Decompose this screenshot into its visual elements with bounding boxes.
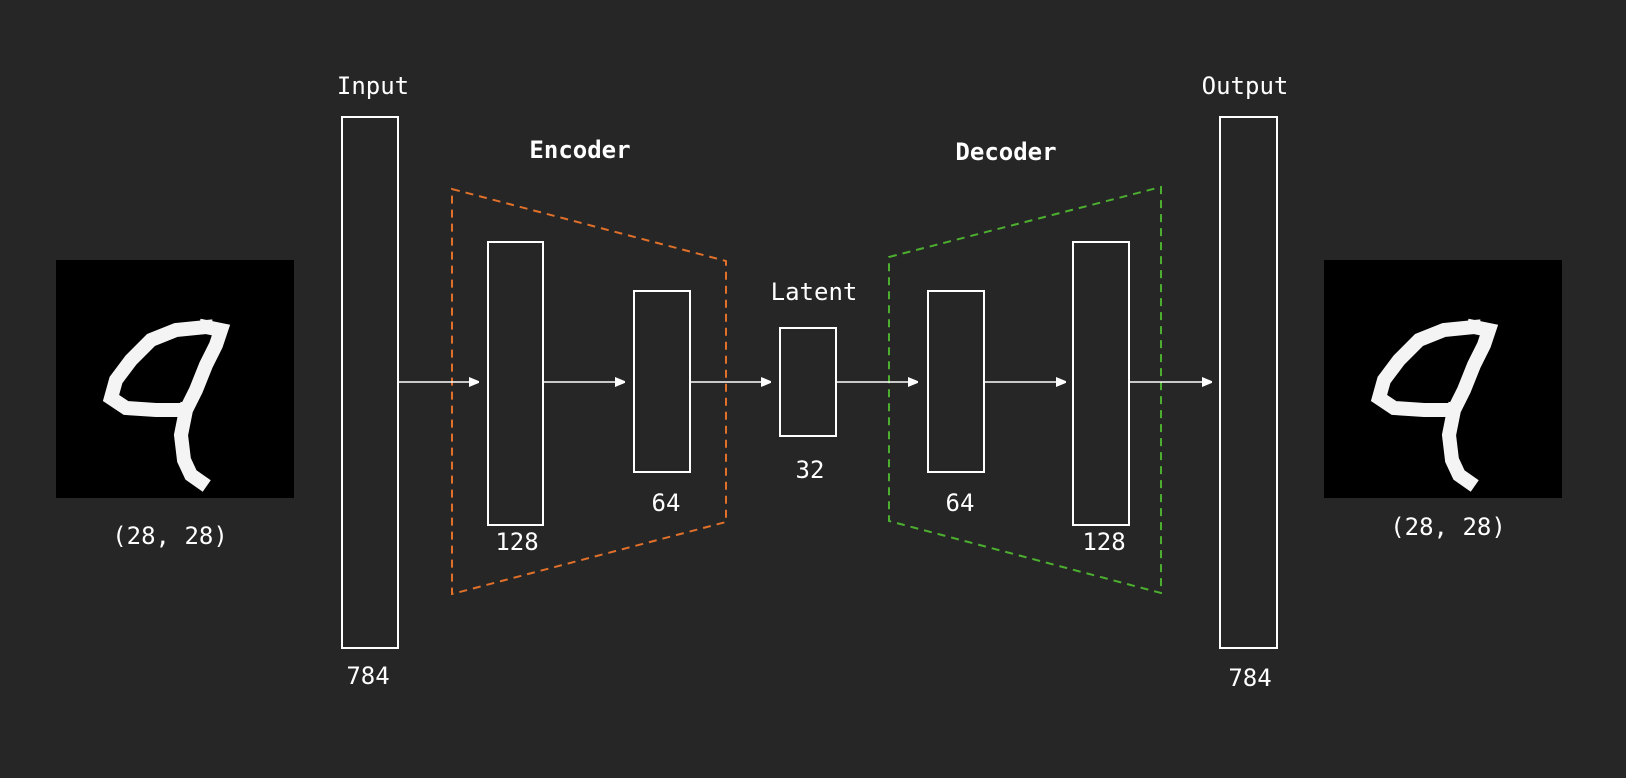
output-layer xyxy=(1219,116,1278,649)
input-title: Input xyxy=(337,72,409,100)
input-digit-image xyxy=(56,260,294,498)
latent-size: 32 xyxy=(796,456,825,484)
decoder-layer-128-size: 128 xyxy=(1082,528,1125,556)
input-size: 784 xyxy=(346,662,389,690)
decoder-title: Decoder xyxy=(955,138,1056,166)
encoder-layer-128 xyxy=(487,241,544,526)
latent-title: Latent xyxy=(771,278,858,306)
encoder-layer-64-size: 64 xyxy=(652,489,681,517)
encoder-layer-128-size: 128 xyxy=(495,528,538,556)
output-digit-image xyxy=(1324,260,1562,498)
output-image-shape: (28, 28) xyxy=(1390,513,1506,541)
decoder-layer-64 xyxy=(927,290,985,473)
latent-layer xyxy=(779,327,837,437)
input-layer xyxy=(341,116,399,649)
decoder-layer-128 xyxy=(1072,241,1130,526)
decoder-region xyxy=(888,185,1162,595)
encoder-title: Encoder xyxy=(529,136,630,164)
input-image-shape: (28, 28) xyxy=(112,522,228,550)
encoder-layer-64 xyxy=(633,290,691,473)
decoder-layer-64-size: 64 xyxy=(946,489,975,517)
output-title: Output xyxy=(1202,72,1289,100)
output-size: 784 xyxy=(1228,664,1271,692)
encoder-region xyxy=(451,187,727,596)
